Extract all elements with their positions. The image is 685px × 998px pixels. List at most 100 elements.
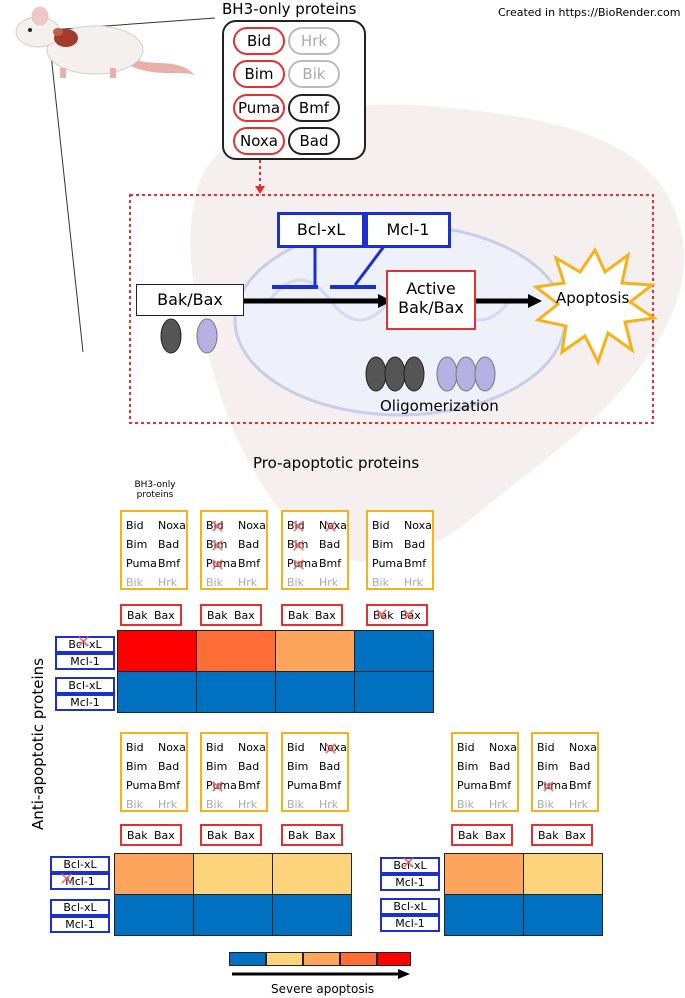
label-bak: Bak bbox=[538, 829, 559, 842]
label-bid: Bid bbox=[126, 519, 144, 532]
label-bax: Bax bbox=[154, 609, 175, 622]
active-bakbax-box: Active Bak/Bax bbox=[386, 270, 476, 330]
label-bid: Bid bbox=[287, 741, 305, 754]
heatmap-cell bbox=[193, 853, 273, 895]
bakbax-profile-box bbox=[120, 824, 182, 846]
label-bik: Bik bbox=[287, 576, 304, 589]
label-bik: Bik bbox=[457, 798, 474, 811]
heatmap-cell bbox=[275, 630, 355, 672]
label-bik: Bik bbox=[206, 798, 223, 811]
scale-swatch bbox=[377, 952, 411, 966]
bakbax-profile-box bbox=[531, 824, 593, 846]
heatmap-cell bbox=[523, 853, 603, 895]
label-bad: Bad bbox=[319, 760, 341, 773]
heatmap-cell bbox=[275, 671, 355, 713]
oligomerization-label: Oligomerization bbox=[380, 397, 499, 415]
anti-label-mcl1: Mcl-1 bbox=[380, 915, 440, 932]
anti-label-mcl1: Mcl-1 bbox=[50, 873, 110, 890]
anti-label-mcl1: Mcl-1 bbox=[55, 694, 115, 711]
label-noxa: Noxa bbox=[238, 519, 266, 532]
label-bik: Bik bbox=[372, 576, 389, 589]
heatmap-cell bbox=[272, 853, 352, 895]
scale-label: Severe apoptosis bbox=[271, 982, 375, 996]
label-bmf: Bmf bbox=[158, 557, 181, 570]
scale-swatch bbox=[340, 952, 377, 966]
bh3-profile-box bbox=[200, 510, 268, 590]
label-noxa: Noxa bbox=[489, 741, 517, 754]
label-bad: Bad bbox=[569, 760, 591, 773]
knockout-x-mark: ✕ bbox=[291, 517, 307, 537]
heatmap-cell bbox=[272, 894, 352, 936]
pill-bmf: Bmf bbox=[288, 94, 340, 122]
bh3-profile-box bbox=[531, 732, 599, 812]
label-bak: Bak bbox=[458, 829, 479, 842]
bakbax-profile-box bbox=[281, 824, 343, 846]
bakbax-profile-box bbox=[120, 604, 182, 626]
bh3-profile-box bbox=[281, 510, 349, 590]
label-bim: Bim bbox=[372, 538, 394, 551]
label-bid: Bid bbox=[287, 519, 305, 532]
label-bid: Bid bbox=[206, 741, 224, 754]
heatmap-cell bbox=[523, 894, 603, 936]
pill-bid: Bid bbox=[233, 27, 285, 55]
scale-swatch bbox=[229, 952, 266, 966]
label-bid: Bid bbox=[126, 741, 144, 754]
label-hrk: Hrk bbox=[319, 576, 339, 589]
bakbax-profile-box bbox=[366, 604, 428, 626]
label-bik: Bik bbox=[537, 798, 554, 811]
label-bak: Bak bbox=[127, 829, 148, 842]
label-noxa: Noxa bbox=[319, 519, 347, 532]
knockout-x-mark: ✕ bbox=[323, 517, 339, 537]
knockout-x-mark: ✕ bbox=[401, 853, 417, 873]
pathway-frame bbox=[129, 160, 659, 424]
bh3-profile-box bbox=[120, 510, 188, 590]
heatmap-cell bbox=[354, 671, 434, 713]
label-bid: Bid bbox=[372, 519, 390, 532]
label-puma: Puma bbox=[287, 557, 318, 570]
label-bak: Bak bbox=[207, 829, 228, 842]
label-bak: Bak bbox=[127, 609, 148, 622]
label-noxa: Noxa bbox=[158, 519, 186, 532]
label-puma: Puma bbox=[537, 779, 568, 792]
bh3-profile-box bbox=[200, 732, 268, 812]
anti-label-bclxl: Bcl-xL bbox=[50, 899, 110, 916]
active-bakbax-label: Bak/Bax bbox=[398, 298, 464, 317]
label-bim: Bim bbox=[126, 760, 148, 773]
label-bax: Bax bbox=[234, 609, 255, 622]
bh3-profile-box bbox=[366, 510, 434, 590]
knockout-x-mark: ✕ bbox=[76, 632, 92, 652]
label-bik: Bik bbox=[287, 798, 304, 811]
mcl1-box: Mcl-1 bbox=[365, 212, 451, 248]
apoptosis-burst bbox=[532, 246, 659, 366]
label-bim: Bim bbox=[206, 538, 228, 551]
label-bax: Bax bbox=[234, 829, 255, 842]
label-bmf: Bmf bbox=[238, 779, 261, 792]
pill-puma: Puma bbox=[233, 94, 285, 122]
label-bad: Bad bbox=[158, 760, 180, 773]
label-bim: Bim bbox=[206, 760, 228, 773]
label-bim: Bim bbox=[287, 760, 309, 773]
label-bad: Bad bbox=[238, 538, 260, 551]
label-puma: Puma bbox=[287, 779, 318, 792]
bh3-profile-box bbox=[451, 732, 519, 812]
heatmap-cell bbox=[196, 630, 276, 672]
label-bad: Bad bbox=[319, 538, 341, 551]
label-bik: Bik bbox=[206, 576, 223, 589]
label-bmf: Bmf bbox=[158, 779, 181, 792]
label-bak: Bak bbox=[373, 609, 394, 622]
heatmap-cell bbox=[114, 853, 194, 895]
label-puma: Puma bbox=[126, 557, 157, 570]
knockout-x-mark: ✕ bbox=[291, 555, 307, 575]
label-bik: Bik bbox=[126, 798, 143, 811]
label-bak: Bak bbox=[207, 609, 228, 622]
label-noxa: Noxa bbox=[238, 741, 266, 754]
anti-label-bclxl: Bcl-xL bbox=[55, 677, 115, 694]
anti-label-bclxl: Bcl-xL bbox=[50, 856, 110, 873]
label-hrk: Hrk bbox=[158, 798, 178, 811]
pill-bik: Bik bbox=[288, 60, 340, 88]
heatmap-cell bbox=[196, 671, 276, 713]
label-bad: Bad bbox=[158, 538, 180, 551]
label-hrk: Hrk bbox=[238, 798, 258, 811]
label-bak: Bak bbox=[288, 609, 309, 622]
label-bad: Bad bbox=[404, 538, 426, 551]
